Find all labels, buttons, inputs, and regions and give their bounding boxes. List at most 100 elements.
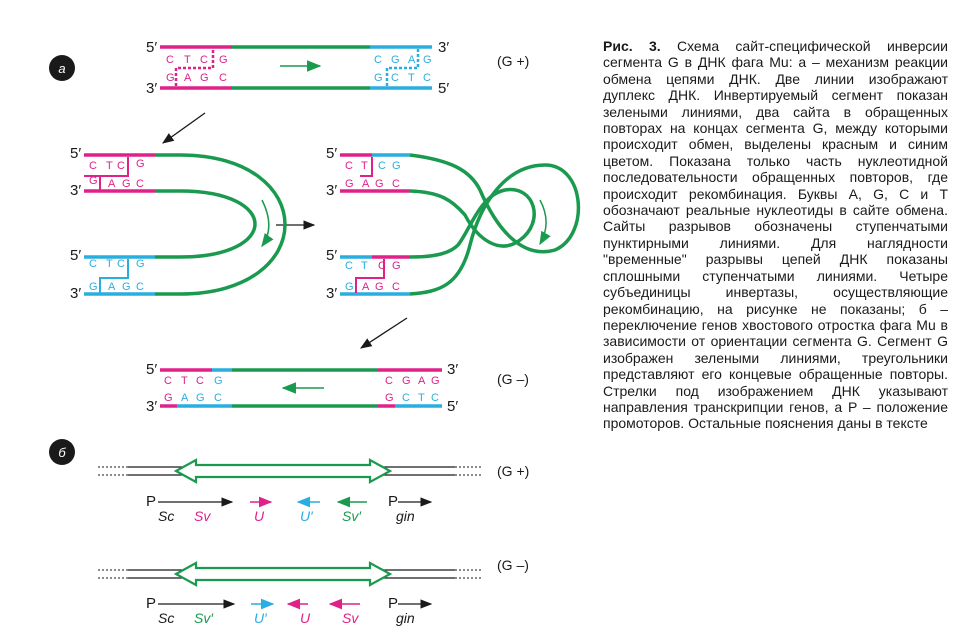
nt: A [362, 281, 370, 293]
nt: A [108, 281, 116, 293]
nt: A [408, 54, 416, 66]
duplex-g-minus: 5′ 3′ 3′ 5′ C T C G C G A G G G A G C C [146, 361, 529, 415]
end-label: 3′ [447, 361, 458, 378]
nt: C [378, 160, 386, 172]
promoter-left: P [146, 493, 156, 510]
nt: G [431, 375, 440, 387]
segment-g-double-arrow [173, 458, 393, 484]
panel-b-letter: б [58, 445, 66, 460]
break-step-left [84, 157, 129, 190]
end-label: 5′ [70, 145, 81, 162]
nt: C [117, 160, 125, 172]
step-arrow-1 [162, 112, 206, 144]
gene-label: Sc [158, 610, 174, 626]
end-5-top-left: 5′ [146, 39, 157, 56]
nt: C [166, 54, 174, 66]
state-g-plus: (G +) [497, 53, 529, 69]
end-label: 5′ [447, 398, 458, 415]
nt: C [431, 392, 439, 404]
gene-label: Sv′ [342, 508, 362, 524]
panel-a-label: а [49, 55, 75, 81]
gene-label: Sv [342, 610, 359, 626]
nt: C [392, 281, 400, 293]
caption-text: Схема сайт-специфической инверсии сегмен… [603, 38, 948, 432]
step-arrow-3 [360, 317, 408, 349]
nt: T [408, 72, 415, 84]
nt: C [378, 260, 386, 272]
right-site-top: C G A G [374, 54, 432, 66]
gene-map-g-plus: (G +) P P Sc Sv U U′ Sv′ gin [98, 458, 529, 524]
nt: C [164, 375, 172, 387]
nt: C [345, 160, 353, 172]
nt: T [106, 160, 113, 172]
end-label: 5′ [326, 145, 337, 162]
end-3-top-right: 3′ [438, 39, 449, 56]
figure-number: Рис. 3. [603, 38, 661, 54]
nt: T [418, 392, 425, 404]
break-step [360, 157, 373, 177]
nt: G [375, 281, 384, 293]
segment-g-double-arrow [173, 561, 393, 587]
nt: G [196, 392, 205, 404]
nt: C [219, 72, 227, 84]
nt: C [117, 258, 125, 270]
nt: G [392, 160, 401, 172]
synaptic-complex: 5′ 3′ 5′ 3′ C T C G G A G C C T C G [70, 145, 287, 302]
nt: G [392, 260, 401, 272]
end-label: 3′ [146, 398, 157, 415]
nt: G [423, 54, 432, 66]
segment-twist-inner [409, 187, 536, 259]
end-5-bottom-right: 5′ [438, 80, 449, 97]
gene-label: Sv [194, 508, 211, 524]
right-site-bottom: G C T C [374, 72, 431, 84]
loop-direction-arrow [261, 199, 274, 248]
nt: T [181, 375, 188, 387]
duplex-g-plus: 5′ 3′ 3′ 5′ C T C G G A G C C G A G [146, 39, 529, 97]
loop-direction-arrow [539, 199, 551, 246]
nt: C [196, 375, 204, 387]
exchanged-complex: 5′ 3′ 5′ 3′ C T G A G C C G C T G [326, 145, 581, 302]
nt: G [200, 72, 209, 84]
nt: C [392, 178, 400, 190]
nt: G [122, 281, 131, 293]
nt: C [200, 54, 208, 66]
nt: A [362, 178, 370, 190]
nt: G [345, 281, 354, 293]
gene-label: Sv′ [194, 610, 214, 626]
gene-label: U′ [254, 610, 268, 626]
gene-label: U [300, 610, 311, 626]
nt: G [385, 392, 394, 404]
nt: C [345, 260, 353, 272]
break-step [355, 259, 385, 293]
nt: A [184, 72, 192, 84]
nt: G [374, 72, 383, 84]
cleavage-site-left [174, 49, 215, 86]
nt: C [136, 281, 144, 293]
promoter-right: P [388, 493, 398, 510]
nt: A [181, 392, 189, 404]
promoter-right: P [388, 595, 398, 612]
panel-b-label: б [49, 439, 75, 465]
promoter-left: P [146, 595, 156, 612]
nt: C [374, 54, 382, 66]
nt: G [164, 392, 173, 404]
gene-label: gin [396, 508, 415, 524]
nt: C [402, 392, 410, 404]
gene-label: Sc [158, 508, 174, 524]
nt: G [375, 178, 384, 190]
segment-loop-outer [155, 153, 287, 296]
state-g-minus-b: (G –) [497, 557, 529, 573]
nt: G [402, 375, 411, 387]
nt: C [423, 72, 431, 84]
nt: T [361, 260, 368, 272]
break-step-right [99, 259, 129, 293]
nt: G [89, 281, 98, 293]
left-site-bottom: G A G C [166, 72, 227, 84]
nt: C [391, 72, 399, 84]
nt: G [391, 54, 400, 66]
figure-caption: Рис. 3. Схема сайт-специфической инверси… [603, 38, 948, 432]
nt: G [136, 158, 145, 170]
nt: G [89, 175, 98, 187]
nt: A [108, 178, 116, 190]
nt: T [361, 160, 368, 172]
